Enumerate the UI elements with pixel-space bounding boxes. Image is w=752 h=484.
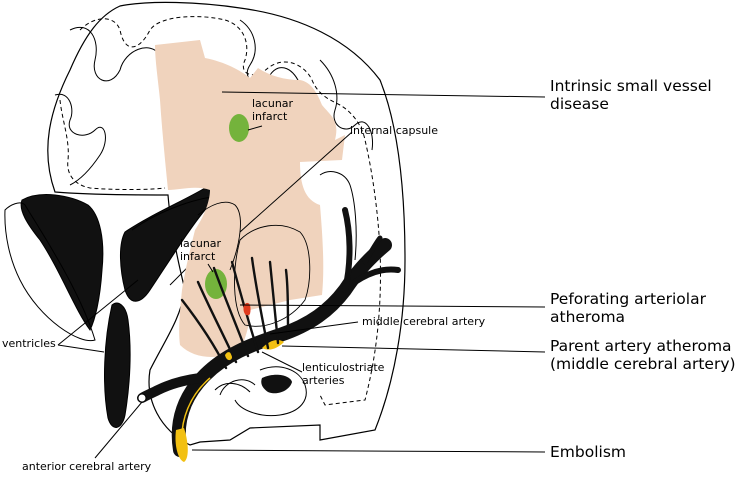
perforating-atheroma xyxy=(243,302,251,316)
lacunar-infarct-lower xyxy=(205,269,227,299)
thalamus-outline xyxy=(4,202,96,342)
callout-perforating-arteriolar-atheroma: Peforating arteriolar atheroma xyxy=(550,290,706,326)
lenticulostriate-arteries xyxy=(180,256,290,370)
temporal-lobe-outline xyxy=(219,379,256,396)
middle-cerebral-artery xyxy=(171,238,392,457)
mca-branch-lower xyxy=(352,266,401,285)
aca-atheroma xyxy=(225,352,232,361)
gyrus-line xyxy=(54,93,106,186)
white-matter-region xyxy=(155,40,345,357)
mca-branch-upper xyxy=(342,207,353,293)
gyrus-line xyxy=(234,366,307,417)
gyrus-line xyxy=(319,171,357,261)
embolus xyxy=(175,428,188,462)
grey-white-boundary xyxy=(59,16,381,406)
label-lacunar-infarct-lower: lacunar infarct xyxy=(180,237,222,263)
callout-embolism: Embolism xyxy=(550,443,627,461)
gyrus-line xyxy=(69,26,161,82)
aca-end xyxy=(137,393,147,403)
gyrus-line xyxy=(319,59,374,151)
callout-parent-artery-atheroma: Parent artery atheroma (middle cerebral … xyxy=(550,337,736,373)
temporal-horn xyxy=(261,374,292,394)
label-anterior-cerebral-artery: anterior cerebral artery xyxy=(22,460,152,473)
label-internal-capsule: internal capsule xyxy=(350,124,438,137)
putamen-outline xyxy=(234,224,311,327)
internal-capsule-outline xyxy=(197,201,241,271)
mca-branch-upper-right xyxy=(362,235,383,265)
lacunar-infarct-upper xyxy=(229,114,249,142)
label-middle-cerebral-artery: middle cerebral artery xyxy=(362,315,486,328)
gyrus-line xyxy=(214,383,251,393)
label-ventricles: ventricles xyxy=(2,337,56,350)
callout-intrinsic-small-vessel-disease: Intrinsic small vessel disease xyxy=(550,77,712,113)
label-lacunar-infarct-upper: lacunar infarct xyxy=(252,97,294,123)
leader-lines xyxy=(57,91,546,459)
label-lenticulostriate-arteries: lenticulostriate arteries xyxy=(302,361,385,387)
third-ventricle xyxy=(104,302,131,428)
left-lateral-ventricle xyxy=(20,194,104,331)
